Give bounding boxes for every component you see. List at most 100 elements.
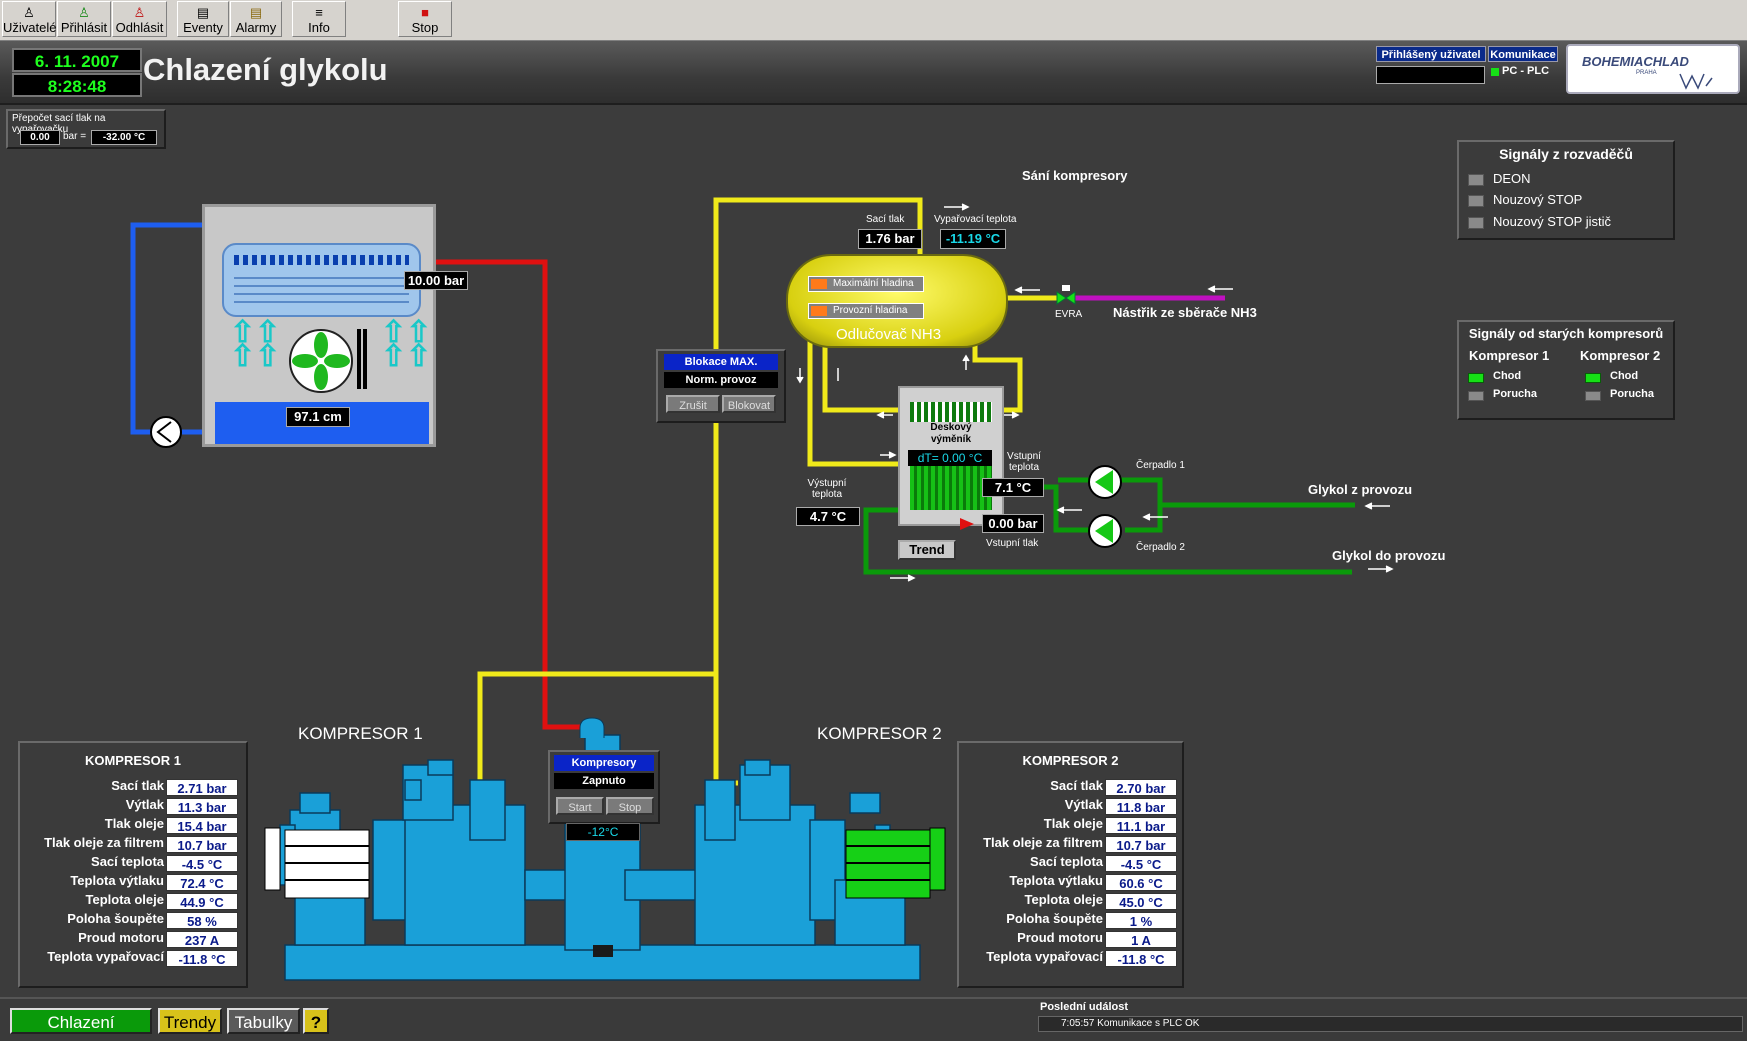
glycol-to-label: Glykol do provozu [1332, 548, 1446, 563]
k2-value-3: 10.7 bar [1105, 836, 1177, 853]
airflow-up-icon-left: ⇧⇧⇧⇧ [230, 316, 281, 373]
nav-tables-tab[interactable]: Tabulky [227, 1008, 300, 1034]
k1-value-9: -11.8 °C [166, 950, 238, 967]
block-button[interactable]: Blokovat [722, 395, 776, 413]
time-display: 8:28:48 [12, 73, 142, 97]
conversion-bar-input[interactable]: 0.00 [20, 130, 60, 145]
stop-button[interactable]: ■ Stop [398, 1, 452, 37]
page-title: Chlazení glykolu [143, 52, 388, 87]
logout-button[interactable]: ♙ Odhlásit [112, 1, 167, 37]
k1-run-indicator [1468, 373, 1484, 383]
k2-label-6: Teplota oleje [1024, 892, 1104, 907]
spray-nozzles-icon [234, 255, 409, 265]
k1-fault-indicator [1468, 391, 1484, 401]
info-button[interactable]: ≡ Info [292, 1, 346, 37]
conversion-temp-output: -32.00 °C [91, 130, 157, 145]
nav-trends-tab[interactable]: Trendy [158, 1008, 222, 1034]
k1-value-4: -4.5 °C [166, 855, 238, 872]
k2-value-1: 11.8 bar [1105, 798, 1177, 815]
condenser-coil [222, 243, 421, 317]
k2-value-0: 2.70 bar [1105, 779, 1177, 796]
logo-signature-icon [1679, 73, 1713, 90]
k2-label-1: Výtlak [1064, 797, 1103, 812]
toolbar: ♙ Uživatelé ♙ Přihlásit ♙ Odhlásit ▤ Eve… [0, 0, 1747, 41]
k2-value-6: 45.0 °C [1105, 893, 1177, 910]
exchanger-out-temp: 4.7 °C [796, 507, 860, 526]
k2-run-indicator [1585, 373, 1601, 383]
compressor-1-heading: KOMPRESOR 1 [298, 724, 423, 743]
k1-value-5: 72.4 °C [166, 874, 238, 891]
compressors-start-button[interactable]: Start [556, 797, 604, 815]
logged-user-field [1376, 66, 1485, 84]
k1-value-1: 11.3 bar [166, 798, 238, 815]
k1-value-0: 2.71 bar [166, 779, 238, 796]
pressure-conversion-panel: Přepočet sací tlak na vypařovačku 0.00 b… [6, 109, 166, 149]
k1-label-9: Teplota vypařovací [47, 949, 164, 964]
last-event-label: Poslední událost [1040, 1001, 1129, 1013]
k1-label-0: Sací tlak [111, 778, 164, 793]
k2-value-2: 11.1 bar [1105, 817, 1177, 834]
alarms-button[interactable]: ▤ Alarmy [230, 1, 282, 37]
events-button[interactable]: ▤ Eventy [177, 1, 229, 37]
circulation-pump-icon[interactable] [149, 415, 183, 449]
pump-2-icon[interactable] [1087, 513, 1123, 549]
k2-label-7: Poloha šoupěte [1006, 911, 1103, 926]
k2-value-4: -4.5 °C [1105, 855, 1177, 872]
operating-level-indicator: Provozní hladina [808, 303, 924, 319]
motor-2-fan [929, 827, 946, 891]
k1-label-6: Teplota oleje [85, 892, 165, 907]
k2-label-0: Sací tlak [1050, 778, 1103, 793]
nav-cooling-tab[interactable]: Chlazení [10, 1008, 152, 1034]
k1-label-2: Tlak oleje [104, 816, 164, 831]
stop-icon: ■ [421, 5, 429, 20]
k1-value-7: 58 % [166, 912, 238, 929]
airflow-up-icon-right: ⇧⇧⇧⇧ [381, 316, 432, 373]
users-button[interactable]: ♙ Uživatelé [2, 1, 56, 37]
cancel-block-button[interactable]: Zrušit [666, 395, 720, 413]
emergency-stop-indicator [1468, 195, 1484, 207]
k1-label-7: Poloha šoupěte [67, 911, 164, 926]
trend-button[interactable]: Trend [898, 540, 956, 560]
k2-value-7: 1 % [1105, 912, 1177, 929]
logout-icon: ♙ [133, 5, 146, 20]
k1-label-3: Tlak oleje za filtrem [44, 835, 164, 850]
compressors-stop-button[interactable]: Stop [606, 797, 654, 815]
pump-1-icon[interactable] [1087, 464, 1123, 500]
flow-arrows [796, 203, 1394, 582]
suction-section-label: Sání kompresory [1022, 168, 1128, 183]
exchanger-in-pressure: 0.00 bar [982, 514, 1044, 533]
k2-label-5: Teplota výtlaku [1009, 873, 1103, 888]
logged-user-label: Přihlášený uživatel [1376, 46, 1486, 62]
k2-value-5: 60.6 °C [1105, 874, 1177, 891]
company-logo: BOHEMIACHLAD PRAHA [1566, 44, 1740, 94]
login-icon: ♙ [78, 5, 90, 20]
k1-label-4: Sací teplota [91, 854, 164, 869]
comm-status-led [1491, 68, 1499, 76]
help-button[interactable]: ? [303, 1008, 329, 1034]
separator-name: Odlučovač NH3 [836, 326, 942, 343]
k2-label-2: Tlak oleje [1043, 816, 1103, 831]
compressors-control-panel: Kompresory Zapnuto Start Stop [548, 750, 660, 824]
k1-label-8: Proud motoru [78, 930, 164, 945]
login-button[interactable]: ♙ Přihlásit [57, 1, 111, 37]
switchboard-signals-panel: Signály z rozvaděčů DEON Nouzový STOP No… [1457, 140, 1675, 240]
compressors-status: Zapnuto [554, 773, 654, 789]
max-level-indicator: Maximální hladina [808, 276, 924, 292]
evra-valve-icon[interactable] [1055, 284, 1077, 306]
k1-value-3: 10.7 bar [166, 836, 238, 853]
max-level-status: Norm. provoz [664, 372, 778, 388]
condenser-pressure: 10.00 bar [404, 271, 468, 290]
k2-value-8: 1 A [1105, 931, 1177, 948]
emergency-breaker-indicator [1468, 217, 1484, 229]
k1-value-2: 15.4 bar [166, 817, 238, 834]
fan-icon [289, 329, 353, 393]
deon-indicator [1468, 174, 1484, 186]
exchanger-dt: dT= 0.00 °C [908, 450, 992, 466]
condenser-level: 97.1 cm [286, 407, 350, 427]
condenser-unit: ⇧⇧⇧⇧ ⇧⇧⇧⇧ [202, 204, 436, 447]
k2-fault-indicator [1585, 391, 1601, 401]
pipe-red-discharge [420, 259, 585, 730]
discharge-valve-icon [579, 717, 605, 738]
k2-label-9: Teplota vypařovací [986, 949, 1103, 964]
